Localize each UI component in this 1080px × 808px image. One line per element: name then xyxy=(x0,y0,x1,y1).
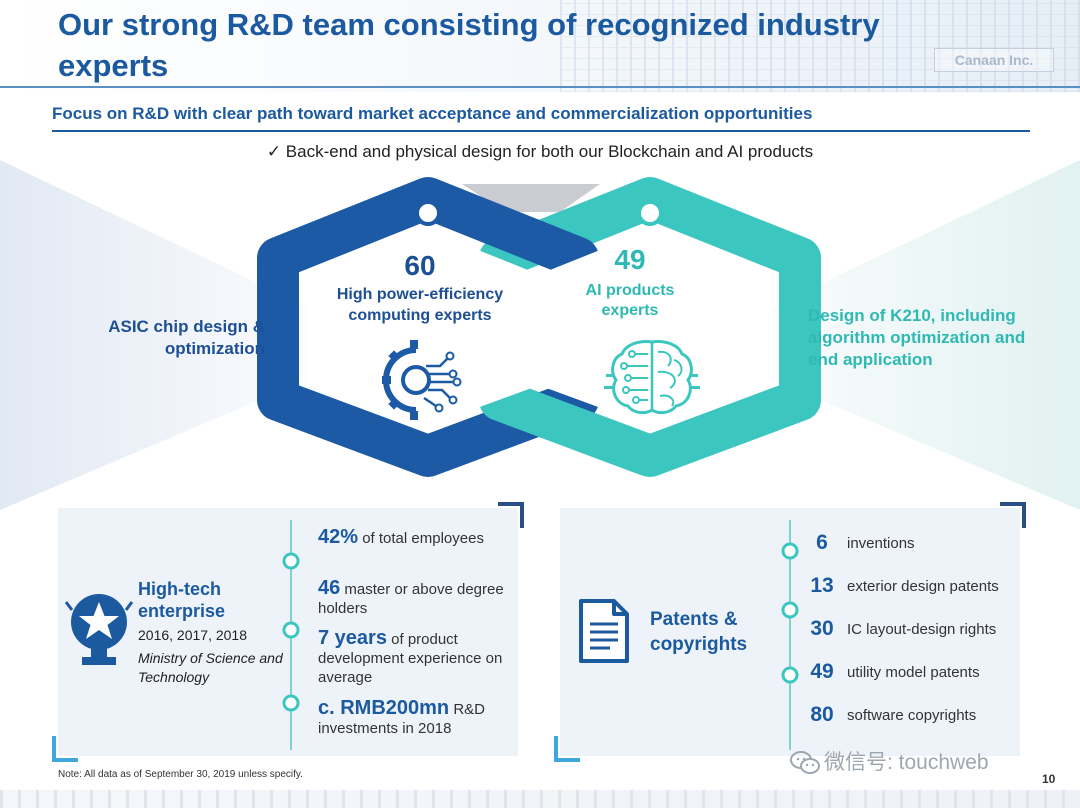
section-subtitle: Focus on R&D with clear path toward mark… xyxy=(52,104,813,123)
gear-circuit-icon xyxy=(382,340,462,420)
stat-text: of product development experience on ave… xyxy=(318,631,503,686)
title-rule xyxy=(0,86,1080,88)
patent-item: 6 inventions xyxy=(800,531,1030,561)
check-statement: ✓ Back-end and physical design for both … xyxy=(266,142,814,161)
patent-item: 13 exterior design patents xyxy=(800,574,1030,604)
stat-value: 46 xyxy=(318,577,341,599)
right-hex-number: 49 xyxy=(614,244,646,275)
wechat-icon xyxy=(790,751,820,775)
timeline-node xyxy=(781,601,799,619)
timeline-node xyxy=(282,694,300,712)
document-icon xyxy=(579,599,629,663)
stat-item: 46 master or above degree holders xyxy=(318,577,508,618)
patents-timeline xyxy=(781,520,799,750)
asic-side-label: ASIC chip design & optimization xyxy=(108,317,265,358)
patent-count: 30 xyxy=(810,617,834,640)
title-band: Our strong R&D team consisting of recogn… xyxy=(0,0,1080,92)
footer-band xyxy=(0,790,1080,808)
timeline-node xyxy=(781,666,799,684)
patent-item: 49 utility model patents xyxy=(800,660,1030,690)
blue-hexagon-ring xyxy=(257,177,599,477)
watermark: 微信号: touchweb xyxy=(790,746,989,776)
high-tech-years: 2016, 2017, 2018 xyxy=(138,627,247,643)
star-trophy-icon xyxy=(64,594,134,665)
patent-label: utility model patents xyxy=(847,664,980,681)
stat-item: 42% of total employees xyxy=(318,526,508,548)
brain-circuit-icon xyxy=(604,340,700,415)
stat-text: master or above degree holders xyxy=(318,581,504,617)
patent-label: exterior design patents xyxy=(847,578,999,595)
stat-item: c. RMB200mn R&D investments in 2018 xyxy=(318,697,508,738)
subtitle-rule xyxy=(52,130,1030,132)
left-hex-number: 60 xyxy=(404,250,436,281)
blue-top-circle xyxy=(415,200,441,226)
left-hex-label: High power-efficiency computing experts xyxy=(336,286,504,324)
patent-count: 13 xyxy=(810,574,834,597)
patent-label: IC layout-design rights xyxy=(847,621,997,638)
patent-item: 80 software copyrights xyxy=(800,703,1030,733)
stats-timeline xyxy=(282,520,300,750)
patent-count: 80 xyxy=(810,703,834,726)
stat-item: 7 years of product development experienc… xyxy=(318,627,508,687)
k210-side-label: Design of K210, including algorithm opti… xyxy=(808,306,1026,369)
panel-corner-top-right xyxy=(1000,502,1026,528)
panel-corner-top-right xyxy=(498,502,524,528)
brand-logo: Canaan Inc. xyxy=(934,48,1054,72)
timeline-node xyxy=(781,542,799,560)
page-number: 10 xyxy=(1042,772,1056,786)
stat-value: c. RMB200mn xyxy=(318,697,450,719)
stat-value: 7 years xyxy=(318,627,387,649)
footnote: Note: All data as of September 30, 2019 … xyxy=(58,769,303,780)
stat-text: R&D investments in 2018 xyxy=(318,701,485,737)
high-tech-ministry: Ministry of Science and Technology xyxy=(138,650,283,685)
panel-corner-bottom-left xyxy=(554,736,580,762)
right-hex-label: AI products experts xyxy=(585,282,675,319)
timeline-node xyxy=(282,621,300,639)
watermark-text: 微信号: touchweb xyxy=(824,751,989,774)
panel-corner-bottom-left xyxy=(52,736,78,762)
patent-count: 6 xyxy=(816,531,828,554)
patent-item: 30 IC layout-design rights xyxy=(800,617,1030,647)
blue-hexagon-inner xyxy=(308,230,548,426)
stat-value: 42% xyxy=(318,526,359,548)
teal-hexagon-inner xyxy=(530,230,770,426)
title-texture xyxy=(560,0,1080,92)
high-tech-title: High-tech enterprise xyxy=(138,579,226,621)
teal-top-circle xyxy=(637,200,663,226)
patent-label: inventions xyxy=(847,535,915,552)
patents-title: Patents & copyrights xyxy=(650,609,748,655)
timeline-node xyxy=(282,552,300,570)
page-title: Our strong R&D team consisting of recogn… xyxy=(58,7,880,83)
stat-text: of total employees xyxy=(362,530,484,547)
patent-count: 49 xyxy=(810,660,834,683)
patent-label: software copyrights xyxy=(847,707,977,724)
